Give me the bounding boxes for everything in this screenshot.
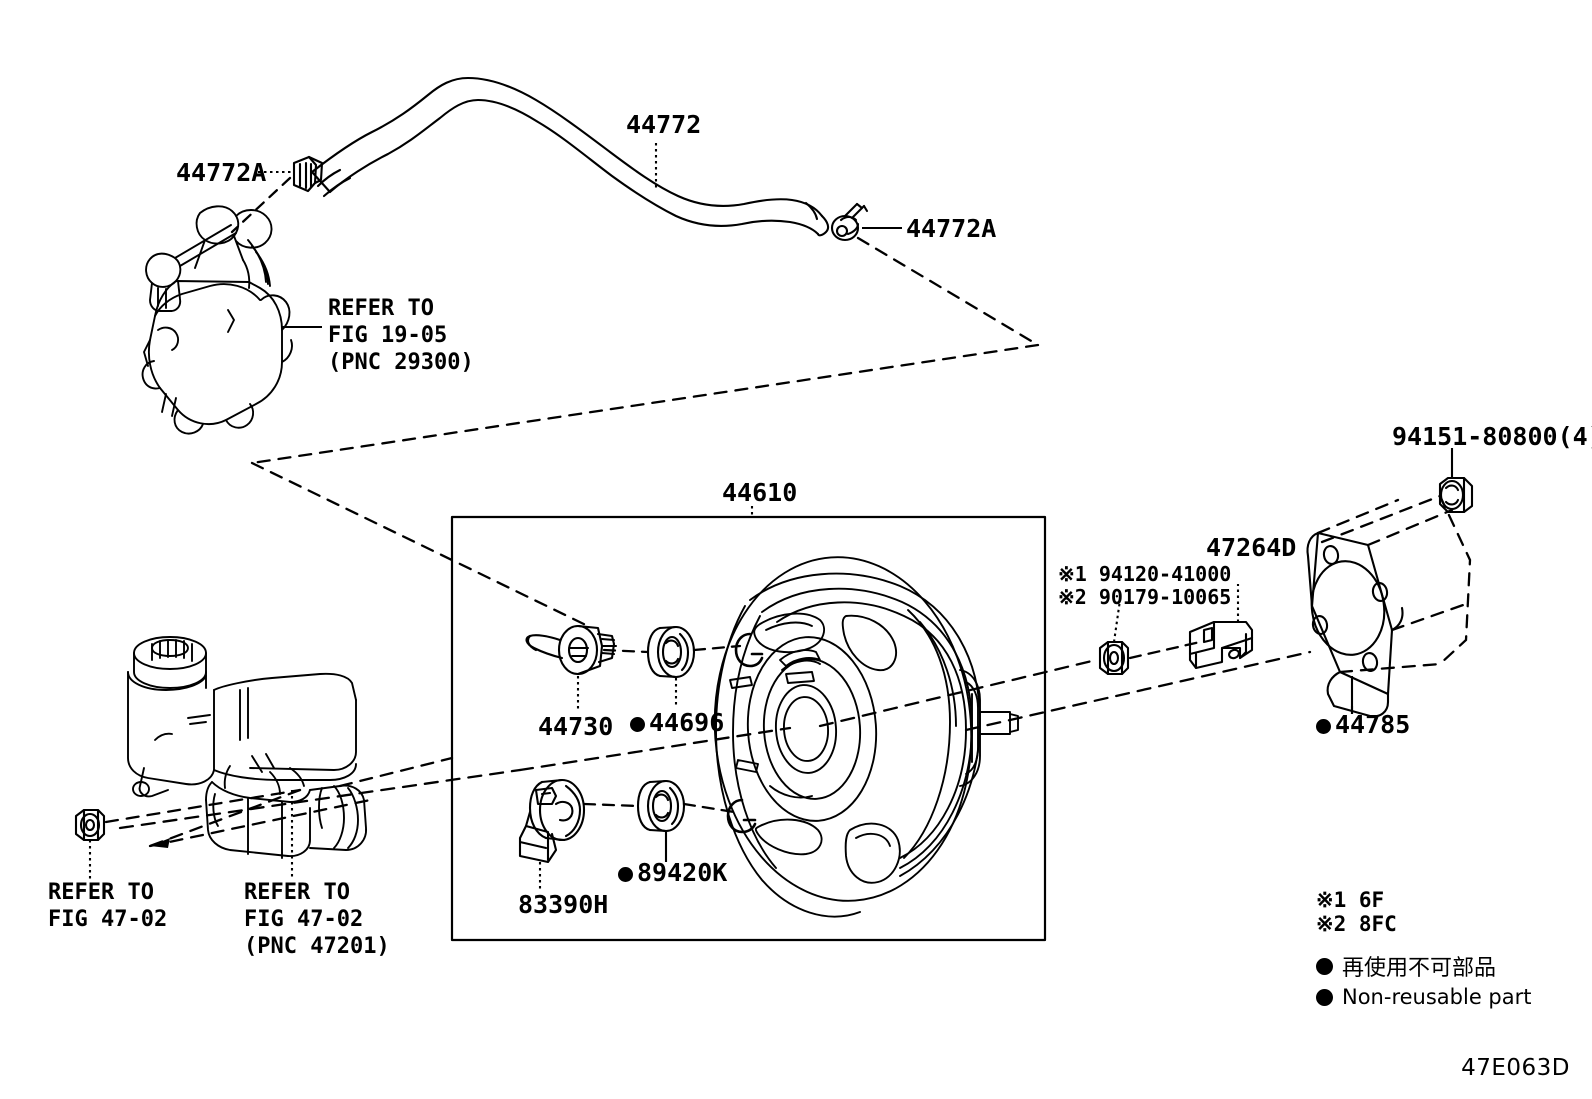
nonreusable-dot-icon [1316,719,1331,734]
nonreusable-dot-icon [1316,957,1333,975]
label-44696: 44696 [649,708,725,737]
label-master-cylinder-ref-left: REFER TO FIG 47-02 [48,880,168,932]
master-cylinder-nut-drawing [74,808,106,842]
booster-nut-drawing [1098,640,1130,676]
brake-booster-drawing [713,556,1019,918]
label-44730: 44730 [538,712,614,741]
label-94151-80800: 94151-80800(4) [1392,422,1592,451]
nonreusable-dot-icon [1316,988,1333,1006]
flange-nut-drawing [1438,476,1474,514]
legend-note-1: ※1 6F [1316,888,1385,912]
label-44610: 44610 [722,478,798,507]
label-83390h: 83390H [518,890,609,919]
gasket-drawing [1306,531,1404,718]
legend-nonreusable-jp-row: 再使用不可部品 [1316,950,1531,982]
label-44696-group: 44696 [630,708,724,739]
label-44772a-right: 44772A [906,214,997,243]
group-box-44610 [450,515,1047,942]
legend-note-2: ※2 8FC [1316,912,1397,936]
master-cylinder-drawing [127,636,367,859]
grommet-upper-drawing [646,625,696,679]
label-44785-group: 44785 [1316,710,1410,741]
hose-clamp-right-drawing [830,202,869,242]
legend-nonreusable-jp: 再使用不可部品 [1342,956,1497,981]
label-44772a-left: 44772A [176,158,267,187]
switch-drawing [518,778,586,864]
legend-nonreusable-en-row: Non-reusable part [1316,985,1531,1009]
label-vacuum-pump-ref: REFER TO FIG 19-05 (PNC 29300) [328,296,474,375]
label-44785: 44785 [1335,710,1411,739]
label-nut-note-2: ※2 90179-10065 [1058,585,1232,609]
label-master-cylinder-ref-right: REFER TO FIG 47-02 (PNC 47201) [244,880,390,959]
nonreusable-dot-icon [618,867,633,882]
label-nut-note-1: ※1 94120-41000 [1058,562,1232,586]
check-valve-drawing [525,624,618,676]
nonreusable-dot-icon [630,717,645,732]
label-89420k-group: 89420K [618,858,727,889]
leader-lines [88,143,1454,892]
vacuum-pump-drawing [141,205,293,435]
label-44772: 44772 [626,110,702,139]
dashed-arrow-head [150,838,170,848]
label-47264d: 47264D [1206,533,1297,562]
hose-clamp-left-drawing [292,155,324,193]
diagram-code: 47E063D [1461,1055,1570,1081]
grommet-lower-drawing [636,779,686,833]
legend-nonreusable-en: Non-reusable part [1342,985,1532,1009]
bracket-drawing [1188,620,1254,670]
assembly-dashed-lines [104,176,1472,848]
legend-block: ※1 6F ※2 8FC 再使用不可部品 Non-reusable part [1316,888,1531,1009]
vacuum-hose-drawing [310,76,830,237]
label-89420k: 89420K [637,858,728,887]
